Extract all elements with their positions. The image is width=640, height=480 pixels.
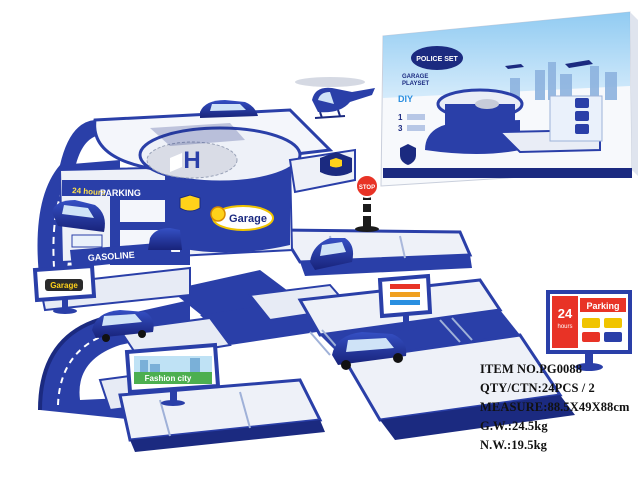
helicopter <box>295 77 375 119</box>
police-car-right <box>310 238 354 270</box>
parking-label: PARKING <box>100 188 141 198</box>
price-board <box>377 273 433 331</box>
helipad-letter: H <box>183 147 200 174</box>
spec-measure: MEASURE:88.5X49X88cm <box>480 400 630 414</box>
box-diy-label: DIY <box>398 94 413 104</box>
police-car-roof <box>200 100 258 118</box>
spec-gross-weight: G.W.:24.5kg <box>480 419 548 433</box>
parking-24-number: 24 <box>558 306 573 321</box>
garage-sign: Garage <box>210 205 274 231</box>
box-shield-icon <box>400 144 416 165</box>
spec-item-no: ITEM NO.PG0088 <box>480 362 583 376</box>
packaging-box: POLICE SET GARAGE PLAYSET DIY 1 3 <box>380 11 638 187</box>
police-car-left-road <box>92 310 154 342</box>
box-badge-text: POLICE SET <box>416 56 458 63</box>
helipad-roof: H <box>93 108 334 184</box>
police-car-front <box>332 332 407 370</box>
spec-qty-ctn: QTY/CTN:24PCS / 2 <box>480 381 595 395</box>
box-title-line1: GARAGE <box>402 74 428 80</box>
garage-billboard-text: Garage <box>50 281 78 290</box>
box-skyline <box>510 62 617 100</box>
box-playset-image <box>425 60 603 154</box>
police-car-bay <box>148 228 182 250</box>
box-title-line2: PLAYSET <box>402 81 429 87</box>
garage-billboard: Garage <box>32 263 97 314</box>
stop-sign-text: STOP <box>359 185 375 191</box>
box-brand-badge: POLICE SET <box>411 46 463 70</box>
spec-net-weight: N.W.:19.5kg <box>480 438 547 452</box>
box-step-3: 3 <box>398 124 403 133</box>
fashion-billboard-text: Fashion city <box>145 374 192 383</box>
parking-24-sign: 24 hours Parking <box>546 290 632 371</box>
police-car-ramp <box>52 200 105 232</box>
stop-sign: STOP <box>355 174 379 232</box>
road-right-upper <box>277 228 473 276</box>
parking-24-label: Parking <box>586 301 619 311</box>
police-emblem <box>179 194 201 212</box>
emblem-stand <box>288 148 356 194</box>
box-step-1: 1 <box>398 113 403 122</box>
fashion-city-billboard: Fashion city <box>124 342 221 406</box>
parking-24-hours: hours <box>557 324 572 330</box>
garage-sign-text: Garage <box>229 213 267 225</box>
gasoline-label: GASOLINE <box>87 250 135 263</box>
garage-building: 24 hours PARKING GASOLINE Garage <box>58 159 294 268</box>
garage-banner-text: 24 hours <box>72 186 106 197</box>
